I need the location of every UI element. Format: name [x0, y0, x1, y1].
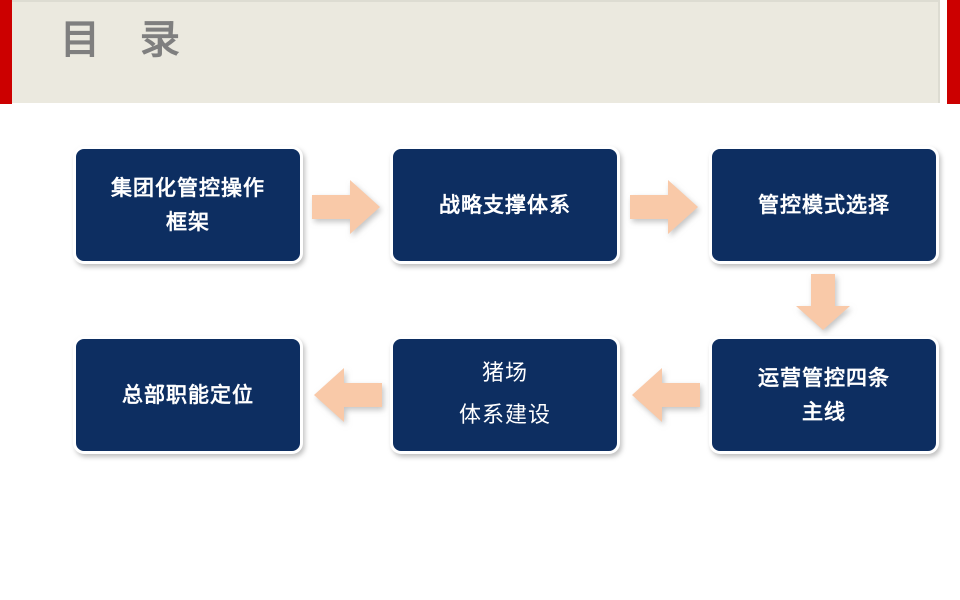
flow-box-3-label: 管控模式选择	[758, 193, 890, 217]
arrow-right-icon-1	[310, 178, 382, 236]
flow-box-5[interactable]: 猪场 体系建设	[390, 336, 620, 454]
flow-box-1-label: 集团化管控操作 框架	[111, 176, 265, 234]
flow-box-4-label: 运营管控四条 主线	[758, 366, 890, 424]
header-accent-bar-left	[0, 0, 12, 104]
flow-box-5-label: 猪场 体系建设	[458, 361, 551, 428]
slide-header: 目 录	[0, 0, 960, 104]
arrow-left-icon-2	[312, 366, 384, 424]
flow-box-3[interactable]: 管控模式选择	[709, 146, 939, 264]
flow-box-6-label: 总部职能定位	[122, 383, 254, 407]
flow-box-1[interactable]: 集团化管控操作 框架	[73, 146, 303, 264]
flow-box-2[interactable]: 战略支撑体系	[390, 146, 620, 264]
arrow-left-icon-1	[630, 366, 702, 424]
flow-box-4[interactable]: 运营管控四条 主线	[709, 336, 939, 454]
header-accent-bar-right	[947, 0, 960, 104]
arrow-down-icon	[793, 272, 853, 332]
page-title: 目 录	[60, 17, 184, 63]
header-panel: 目 录	[12, 0, 940, 103]
flow-box-6[interactable]: 总部职能定位	[73, 336, 303, 454]
flow-box-2-label: 战略支撑体系	[439, 193, 571, 217]
arrow-right-icon-2	[628, 178, 700, 236]
